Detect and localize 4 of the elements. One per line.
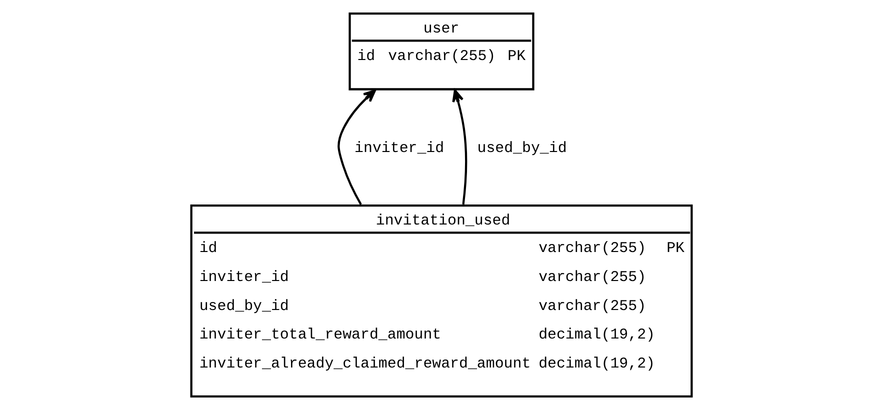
edge-label: inviter_id xyxy=(354,140,444,157)
arrow xyxy=(452,89,468,204)
edge-label: used_by_id xyxy=(477,140,567,157)
arrow xyxy=(338,90,376,205)
